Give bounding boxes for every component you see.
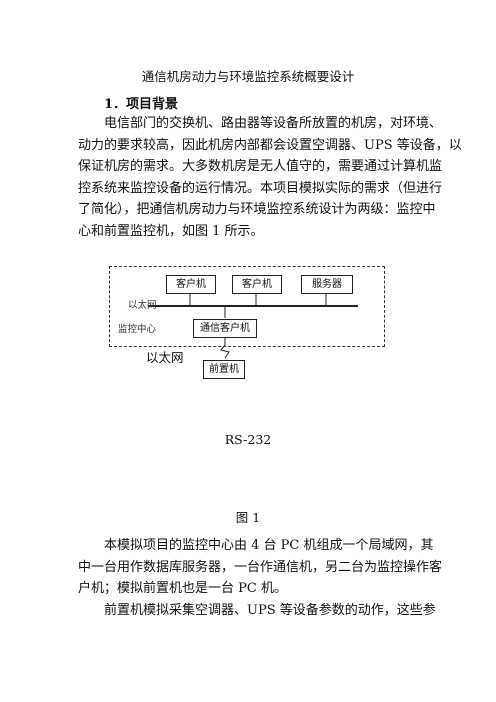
paragraph-line: 了简化），把通信机房动力与环境监控系统设计为两级：监控中 bbox=[78, 202, 436, 217]
paragraph-description: 本模拟项目的监控中心由 4 台 PC 机组成一个局域网，其 中一台用作数据库服务… bbox=[78, 535, 443, 600]
client-box-1: 客户机 bbox=[166, 275, 216, 294]
front-machine-box: 前置机 bbox=[203, 360, 245, 379]
paragraph-line: 本模拟项目的监控中心由 4 台 PC 机组成一个局域网，其 bbox=[104, 538, 434, 553]
server-box: 服务器 bbox=[301, 275, 353, 294]
paragraph-line: 前置机模拟采集空调器、UPS 等设备参数的动作，这些参 bbox=[104, 603, 436, 618]
paragraph-line: 动力的要求较高，因此机房内部都会设置空调器、UPS 等设备，以 bbox=[78, 137, 462, 153]
ethernet-label: 以太网 bbox=[128, 300, 157, 311]
serial-link-line bbox=[220, 337, 230, 359]
paragraph-line: 心和前置监控机，如图 1 所示。 bbox=[78, 223, 264, 239]
client-box-2: 客户机 bbox=[232, 275, 282, 294]
diagram-connectors bbox=[148, 293, 358, 359]
paragraph-line: 电信部门的交换机、路由器等设备所放置的机房，对环境、 bbox=[104, 116, 443, 131]
paragraph-line: 控系统来监控设备的运行情况。本项目模拟实际的需求（但进行 bbox=[78, 180, 443, 196]
comm-client-box: 通信客户机 bbox=[193, 319, 257, 338]
paragraph-line: 中一台用作数据库服务器，一台作通信机，另二台为监控操作客 bbox=[78, 559, 443, 575]
figure-caption: 图 1 bbox=[235, 510, 261, 525]
paragraph-line: 户机；模拟前置机也是一台 PC 机。 bbox=[78, 581, 287, 596]
monitoring-center-label: 监控中心 bbox=[118, 324, 157, 335]
paragraph-background: 电信部门的交换机、路由器等设备所放置的机房，对环境、 动力的要求较高，因此机房内… bbox=[78, 113, 462, 242]
ethernet-label-outer: 以太网 bbox=[146, 350, 184, 365]
rs232-label: RS-232 bbox=[224, 432, 272, 447]
document-title: 通信机房动力与环境监控系统概要设计 bbox=[141, 69, 355, 84]
monitoring-center-boundary bbox=[109, 266, 385, 347]
section-heading: 1．项目背景 bbox=[104, 97, 179, 112]
paragraph-line: 保证机房的需求。大多数机房是无人值守的，需要通过计算机监 bbox=[78, 159, 443, 174]
paragraph-front-machine: 前置机模拟采集空调器、UPS 等设备参数的动作，这些参 bbox=[78, 600, 436, 622]
